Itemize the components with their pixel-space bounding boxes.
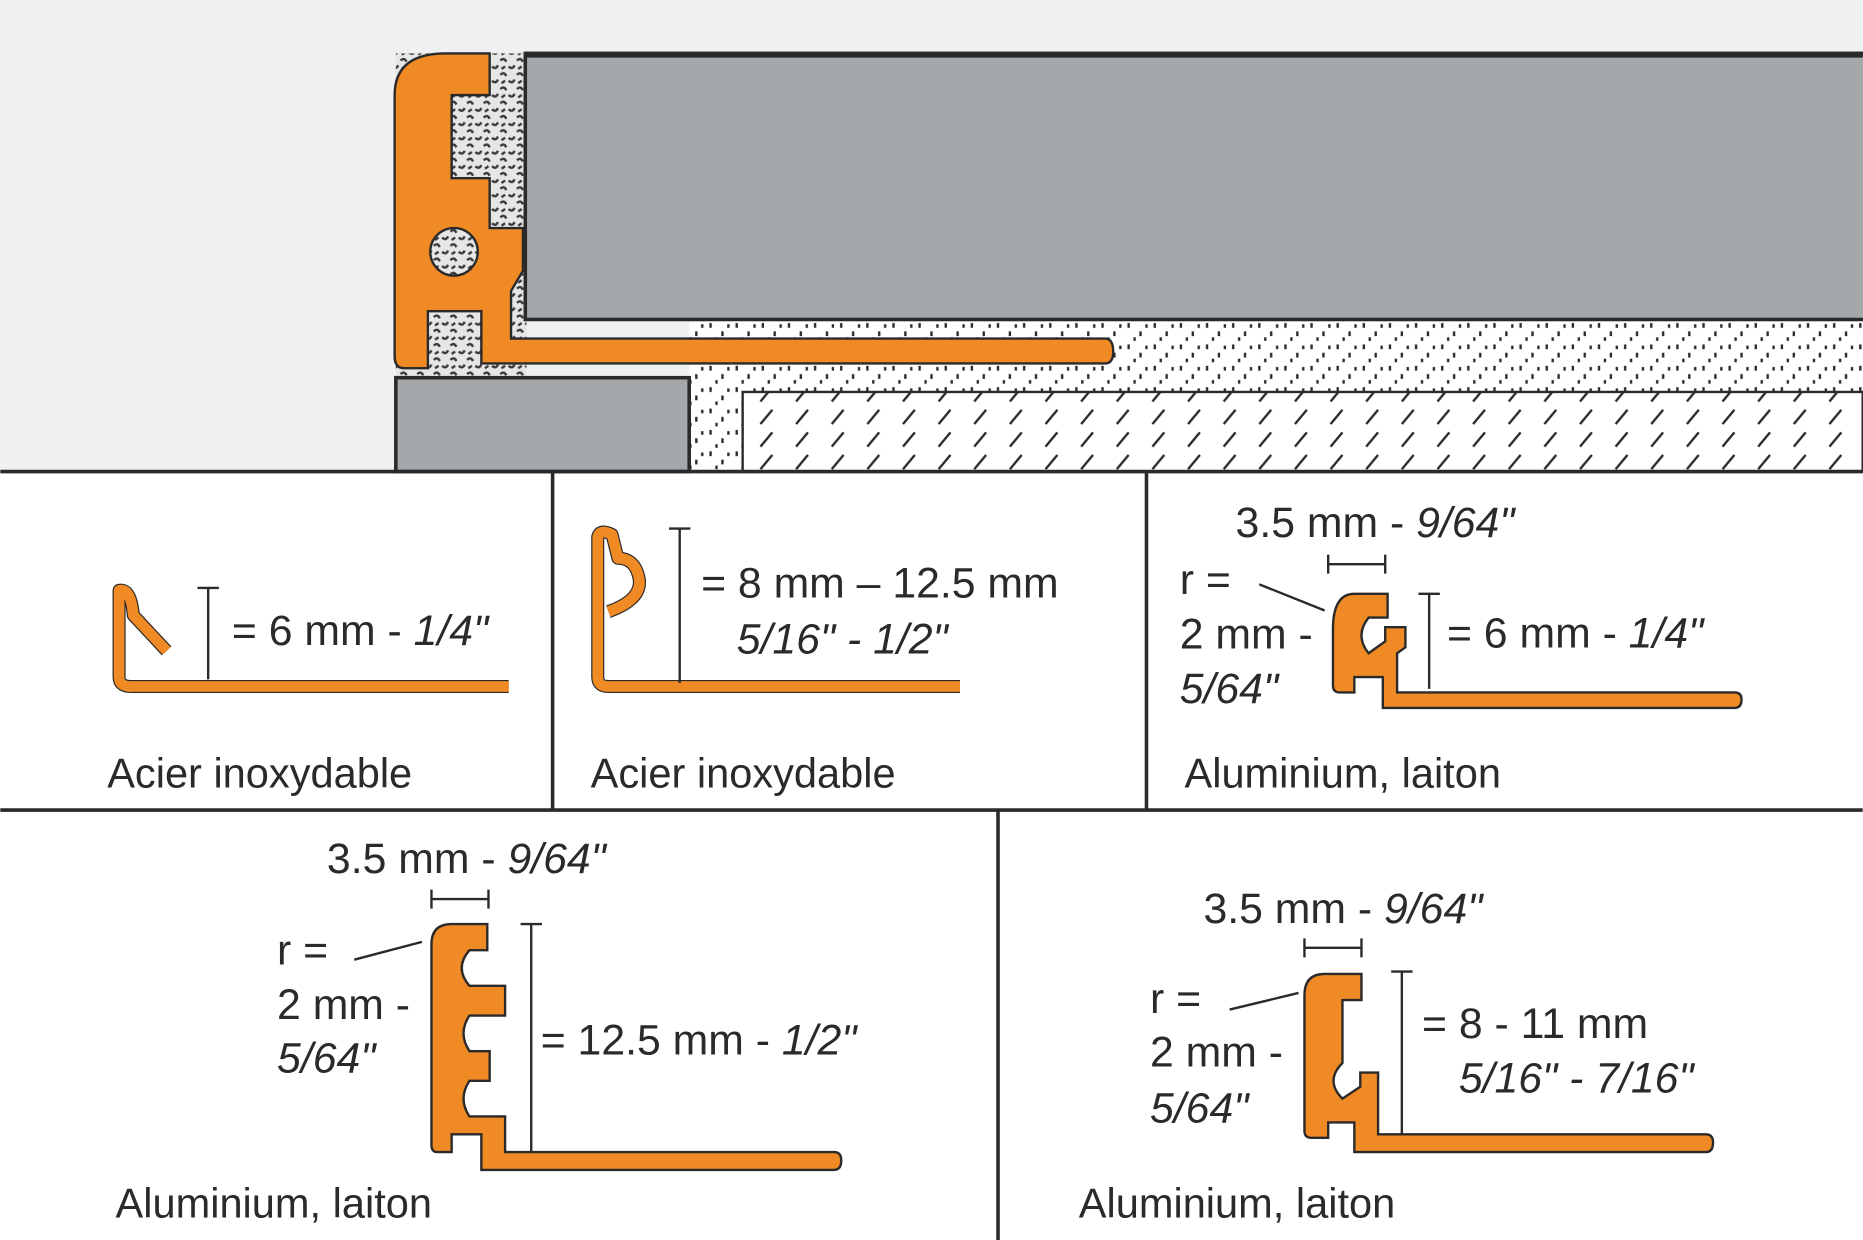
radius-leader [1258,583,1326,612]
height-label-mm: = 8 - 11 mm [1422,1000,1648,1048]
material-label: Aluminium, laiton [116,1179,432,1226]
width-dimension [1327,554,1387,574]
height-dimension [1391,970,1413,1135]
height-label-inch: 5/16" - 7/16" [1459,1055,1696,1103]
height-label: = 6 mm - 1/4" [232,607,490,655]
radius-value-inch: 5/64" [277,1035,377,1083]
height-label-inch: 5/16" - 1/2" [737,615,950,663]
width-label: 3.5 mm - 9/64" [327,835,608,883]
profile-shape [430,922,843,1172]
profile-shape [592,526,961,692]
profile-shape [113,584,509,692]
profile-shape [1331,592,1743,710]
material-label: Aluminium, laiton [1079,1179,1395,1226]
radius-label: r = [277,926,328,974]
installation-cross-section [0,0,1863,474]
floor-tile-below [394,375,691,474]
height-label: = 12.5 mm - 1/2" [541,1017,859,1065]
height-label-mm: = 8 mm – 12.5 mm [701,559,1059,607]
panel-grid [0,471,1863,1240]
radius-value-mm: 2 mm - [1180,611,1313,659]
radius-leader [1229,991,1299,1011]
panel-stainless-6mm: = 6 mm - 1/4" Acier inoxydable [107,583,509,796]
radius-value-mm: 2 mm - [277,981,410,1029]
radius-value-inch: 5/64" [1180,665,1280,713]
height-label: = 6 mm - 1/4" [1447,609,1705,657]
radius-value-mm: 2 mm - [1150,1029,1283,1077]
radius-leader [353,940,423,961]
panel-aluminium-8-11mm: 3.5 mm - 9/64" r = 2 mm - 5/64" = 8 - 11… [1079,885,1715,1226]
panel-stainless-8-12mm: = 8 mm – 12.5 mm 5/16" - 1/2" Acier inox… [591,525,1059,796]
height-dimension [520,922,542,1153]
substrate-hatch [742,391,1863,472]
panel-aluminium-6mm: 3.5 mm - 9/64" r = 2 mm - 5/64" = 6 mm -… [1180,499,1743,796]
height-dimension [669,527,691,683]
width-dimension [1303,938,1363,958]
width-dimension [430,889,490,909]
radius-value-inch: 5/64" [1150,1084,1250,1132]
material-label: Acier inoxydable [107,749,412,796]
material-label: Acier inoxydable [591,749,896,796]
radius-label: r = [1150,975,1201,1023]
height-dimension [1418,592,1440,689]
width-label: 3.5 mm - 9/64" [1203,885,1484,933]
radius-label: r = [1180,556,1231,604]
trim-profile-large [393,52,1115,370]
profile-shape [1303,972,1715,1154]
height-dimension [197,586,219,680]
tile [523,51,1863,322]
material-label: Aluminium, laiton [1184,749,1500,796]
panel-aluminium-12-5mm: 3.5 mm - 9/64" r = 2 mm - 5/64" = 12.5 m… [116,835,859,1226]
width-label: 3.5 mm - 9/64" [1236,499,1517,547]
